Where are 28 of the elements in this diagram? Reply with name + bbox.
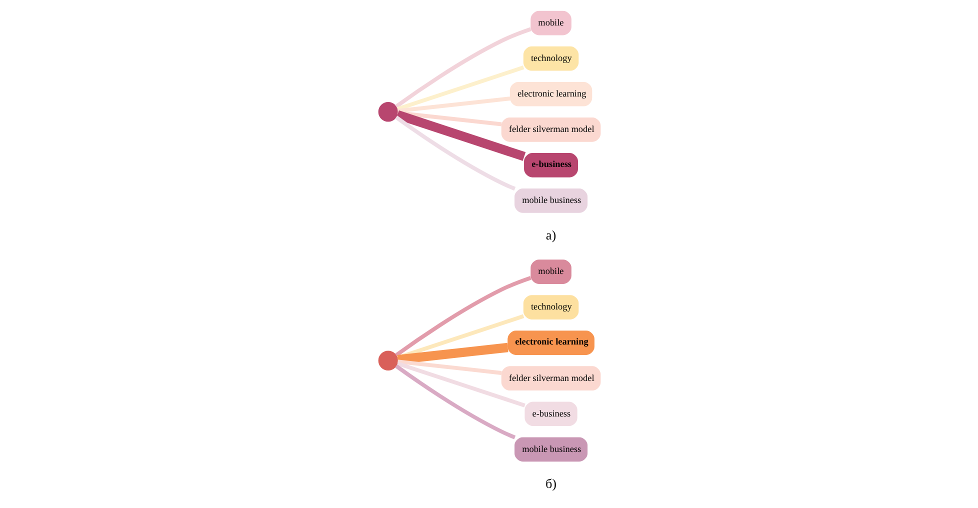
connector (397, 110, 502, 126)
node-box: mobile business (514, 188, 588, 213)
connector (394, 27, 531, 108)
node-box: electronic learning (509, 82, 592, 106)
connector (394, 116, 516, 191)
node-circle (378, 350, 398, 370)
connector (394, 276, 531, 357)
node-circle (378, 102, 398, 122)
node-box: felder silverman model (500, 366, 600, 391)
connector (397, 96, 510, 113)
node-box: mobile (530, 10, 571, 36)
connector (396, 314, 524, 360)
node-box: felder silverman model (500, 117, 600, 142)
connector (396, 110, 526, 161)
connector (396, 342, 508, 364)
connector (396, 362, 525, 408)
node-box: electronic learning (507, 330, 594, 355)
node-box: technology (522, 295, 578, 320)
connector (394, 364, 516, 440)
label: а) (545, 228, 556, 243)
connector (396, 66, 524, 111)
node-box: mobile business (514, 437, 588, 462)
node-box: e-business (524, 153, 578, 178)
node-box: mobile (530, 260, 571, 284)
label: б) (544, 476, 556, 492)
node-box: technology (522, 46, 578, 71)
connector (397, 360, 502, 375)
node-box: e-business (524, 402, 577, 426)
